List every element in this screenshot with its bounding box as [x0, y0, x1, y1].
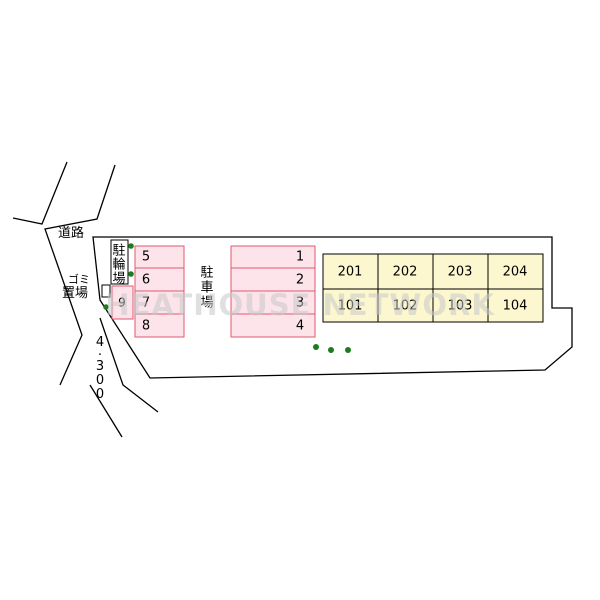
parking-lot-label: 車 [200, 281, 213, 296]
parking-space-label: 6 [142, 273, 150, 288]
unit-cell [377, 288, 434, 323]
road-edge-upper [12, 161, 68, 225]
road-lines [12, 161, 159, 438]
unit-cell [377, 253, 434, 290]
parking-lot-label: 場 [200, 296, 213, 311]
road-width-label: 0 [96, 387, 104, 402]
tree-icon [345, 347, 351, 353]
bicycle-parking-label: 駐 [112, 244, 125, 259]
tree-icon [128, 243, 134, 249]
parking-space-label: 2 [296, 273, 304, 288]
parking-space-9-label: 9 [118, 296, 126, 310]
tree-icon [313, 344, 319, 350]
bicycle-parking-box [110, 239, 129, 285]
parking-space [230, 313, 316, 338]
unit-label: 202 [393, 265, 418, 280]
tree-icon [328, 347, 334, 353]
unit-cell [487, 253, 544, 290]
parking-space-label: 5 [142, 250, 150, 265]
parking-space-9 [111, 285, 134, 320]
unit-label: 201 [338, 265, 363, 280]
road-edge-right [99, 317, 159, 413]
parking-space [134, 313, 185, 338]
parking-space-label: 3 [296, 296, 304, 311]
unit-label: 203 [448, 265, 473, 280]
garbage-area-label: ゴミ [68, 272, 90, 286]
unit-cell [322, 288, 379, 323]
bicycle-parking-label: 輪 [112, 257, 125, 273]
watermark: HEATHOUSE NETWORK [105, 288, 495, 322]
bicycle-parking-label: 場 [112, 272, 125, 287]
unit-label: 103 [448, 299, 473, 314]
unit-label: 104 [503, 299, 528, 314]
parking-lot-label: 駐 [200, 266, 213, 281]
parking-left-group: 5 6 7 8 [134, 245, 185, 338]
road-width-label: 0 [96, 373, 104, 388]
building: 201 202 203 204 101 102 103 104 [322, 253, 544, 323]
road-edge-bottom [89, 384, 123, 438]
road-width-label: . [98, 344, 102, 359]
unit-label: 204 [503, 265, 528, 280]
unit-label: 102 [393, 299, 418, 314]
unit-cell [487, 288, 544, 323]
parking-space-label: 7 [142, 296, 150, 311]
parking-center-group: 1 2 3 4 [230, 245, 316, 338]
tree-icon [128, 271, 134, 277]
trees [103, 243, 351, 353]
garbage-area-label: 置場 [62, 286, 88, 301]
unit-cell [432, 253, 489, 290]
unit-label: 101 [338, 299, 363, 314]
road-width-label: 4 [96, 335, 104, 350]
tree-icon [103, 304, 109, 310]
road-edge-lower [44, 164, 116, 386]
parking-space-label: 8 [142, 319, 150, 334]
parking-space-label: 1 [296, 250, 304, 265]
garbage-box [101, 284, 111, 298]
road-label: 道路 [58, 225, 84, 241]
road-width-label: 3 [96, 359, 104, 374]
unit-cell [432, 288, 489, 323]
parking-space-label: 4 [296, 319, 304, 334]
